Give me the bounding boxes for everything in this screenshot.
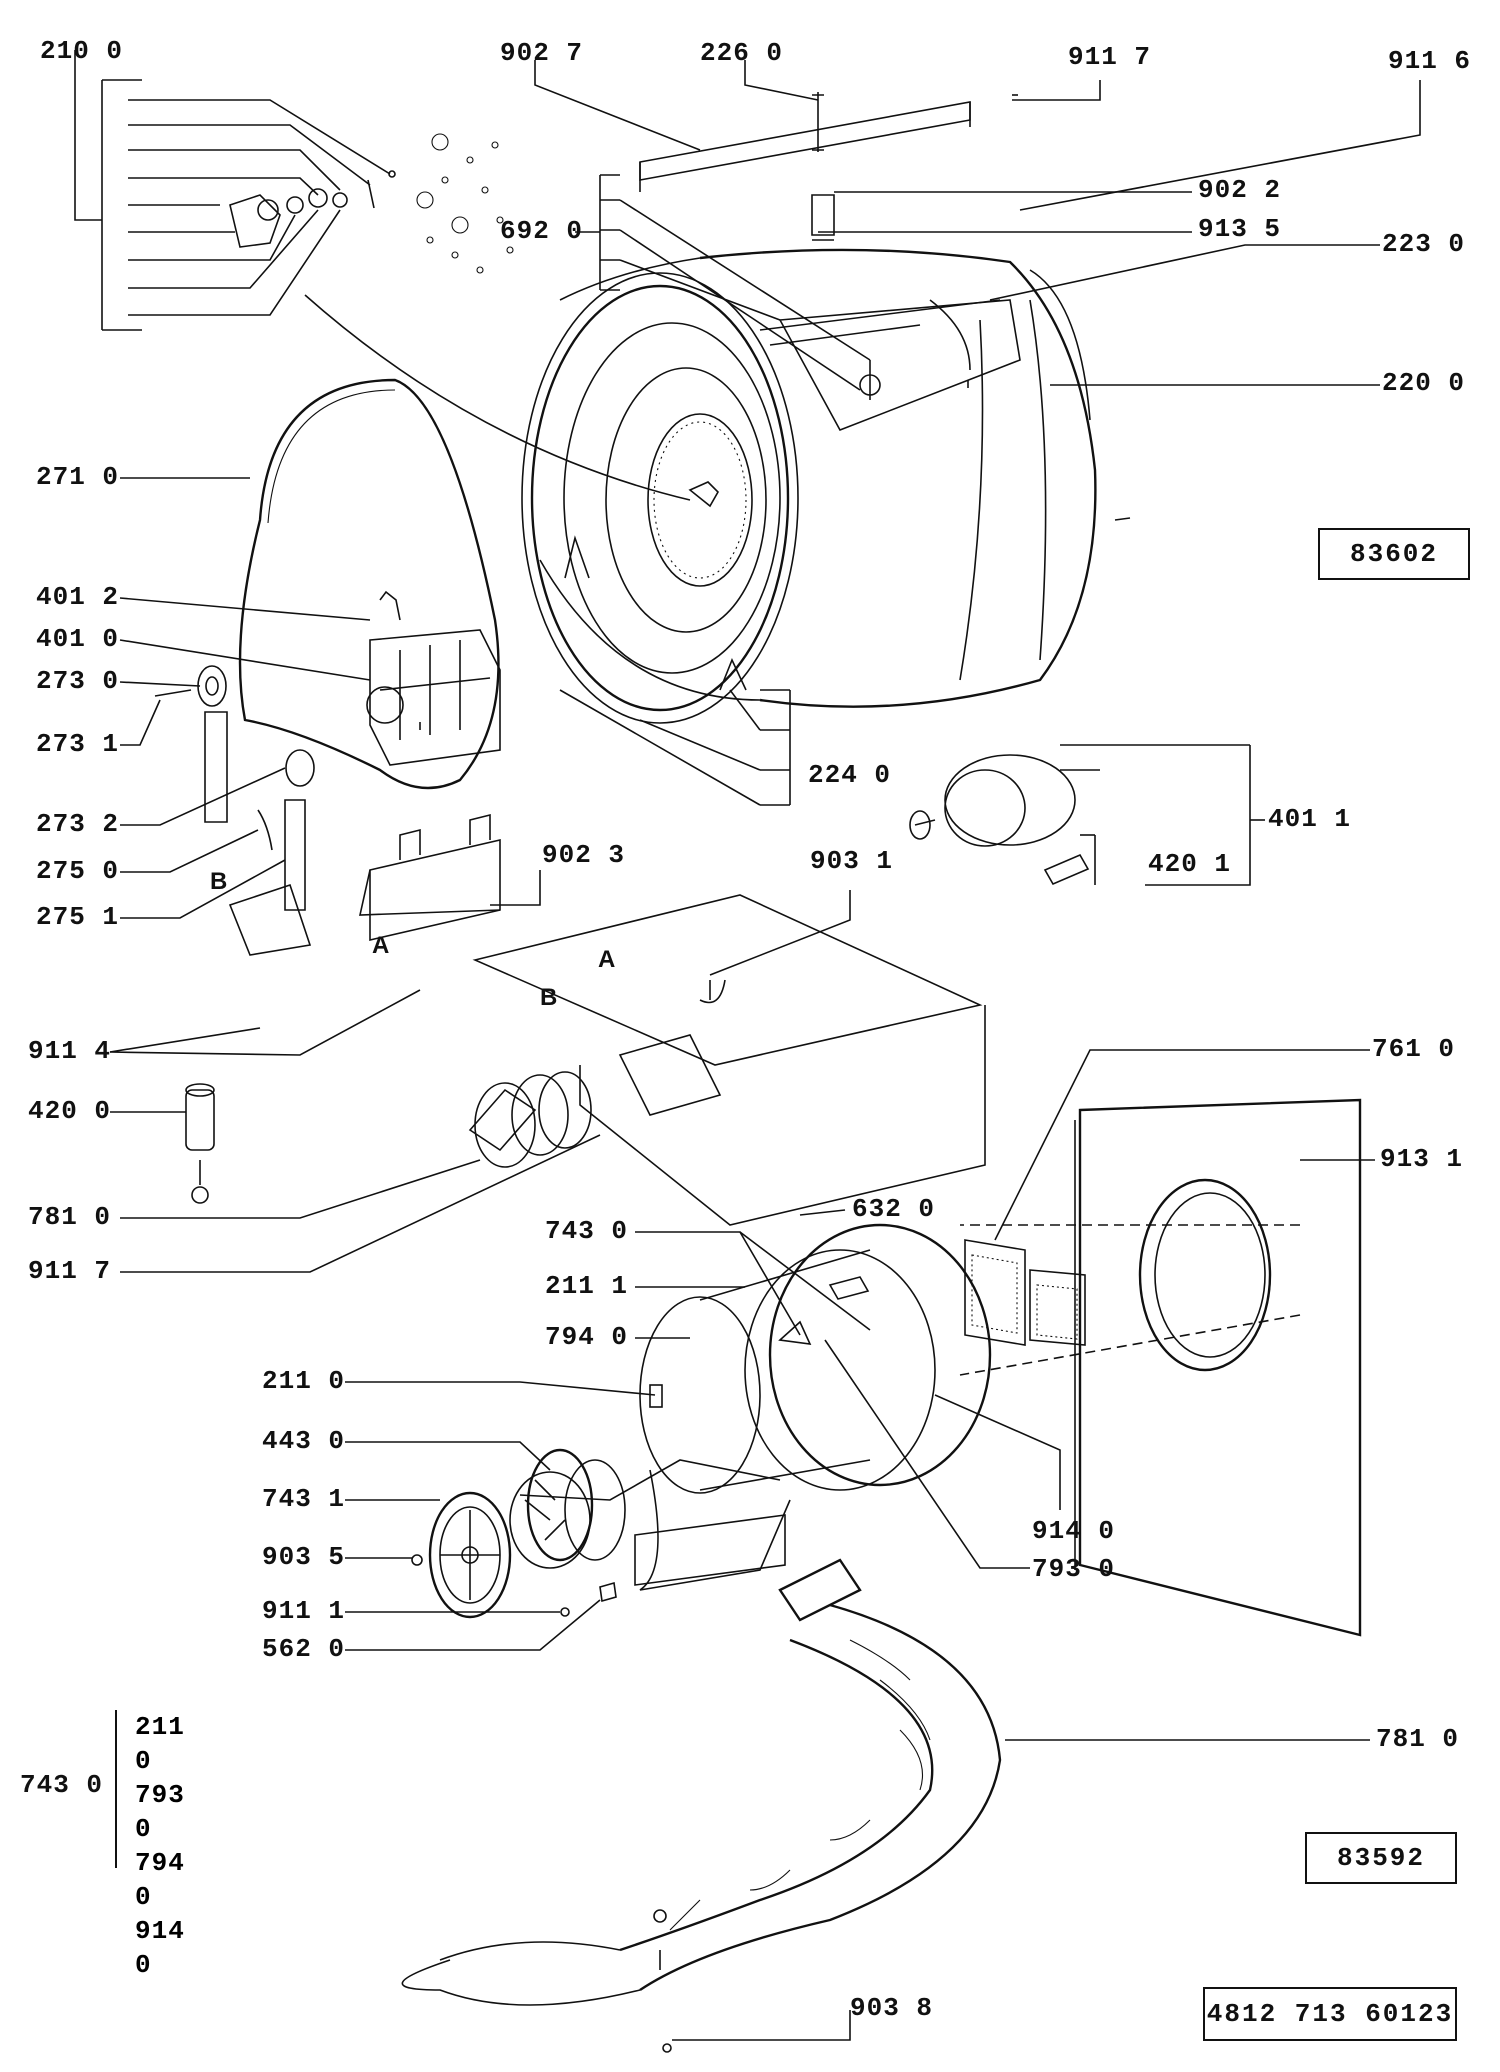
label-903-5: 903 5	[262, 1542, 346, 1572]
front-panel	[959, 1098, 1362, 1637]
label-401-1: 401 1	[1268, 804, 1352, 834]
label-420-0: 420 0	[28, 1096, 112, 1126]
label-902-7: 902 7	[500, 38, 584, 68]
top-rail	[639, 92, 1018, 241]
label-692-0: 692 0	[500, 216, 584, 246]
label-781-0-hose: 781 0	[1376, 1724, 1460, 1754]
label-632-0: 632 0	[852, 1194, 936, 1224]
label-211-1: 211 1	[545, 1271, 629, 1301]
label-781-0-small: 781 0	[28, 1202, 112, 1232]
reference-box-83592: 83592	[1305, 1832, 1457, 1884]
drum	[521, 248, 1131, 724]
label-793-0: 793 0	[1032, 1554, 1116, 1584]
fan-motor	[909, 754, 1100, 886]
label-743-0: 743 0	[545, 1216, 629, 1246]
motor-bracket	[366, 590, 501, 766]
tensioner-pulley	[154, 665, 315, 956]
marker-a-base: A	[598, 946, 616, 973]
label-273-0: 273 0	[36, 666, 120, 696]
label-273-1: 273 1	[36, 729, 120, 759]
label-913-1: 913 1	[1380, 1144, 1464, 1174]
label-273-2: 273 2	[36, 809, 120, 839]
legend-item: 914 0	[135, 1916, 185, 1980]
motor-mount-bracket	[358, 722, 501, 942]
label-902-2: 902 2	[1198, 175, 1282, 205]
label-911-6: 911 6	[1388, 46, 1472, 76]
label-902-3: 902 3	[542, 840, 626, 870]
label-914-0: 914 0	[1032, 1516, 1116, 1546]
marker-a-bracket: A	[372, 932, 390, 959]
label-223-0: 223 0	[1382, 229, 1466, 259]
legend-item: 211 0	[135, 1712, 185, 1776]
label-220-0: 220 0	[1382, 368, 1466, 398]
label-911-7-lower: 911 7	[28, 1256, 112, 1286]
label-420-1: 420 1	[1148, 849, 1232, 879]
label-443-0: 443 0	[262, 1426, 346, 1456]
label-401-2: 401 2	[36, 582, 120, 612]
label-275-0: 275 0	[36, 856, 120, 886]
marker-b-base: B	[540, 984, 558, 1011]
label-911-7-top: 911 7	[1068, 42, 1152, 72]
label-401-0: 401 0	[36, 624, 120, 654]
label-794-0: 794 0	[545, 1322, 629, 1352]
label-226-0: 226 0	[700, 38, 784, 68]
label-271-0: 271 0	[36, 462, 120, 492]
label-911-4: 911 4	[28, 1036, 112, 1066]
heater-element	[468, 1071, 592, 1168]
legend-assembly-number: 743 0	[20, 1770, 104, 1800]
reference-box-83602: 83602	[1318, 528, 1470, 580]
small-parts-cluster	[229, 133, 691, 501]
lint-filter	[964, 1239, 1086, 1346]
label-275-1: 275 1	[36, 902, 120, 932]
fan-housing	[519, 1223, 992, 1591]
label-743-1: 743 1	[262, 1484, 346, 1514]
label-224-0: 224 0	[808, 760, 892, 790]
marker-b-tensioner: B	[210, 868, 228, 895]
legend-item: 794 0	[135, 1848, 185, 1912]
drive-belt	[238, 378, 500, 790]
label-211-0: 211 0	[262, 1366, 346, 1396]
base-housing	[472, 894, 986, 1226]
label-911-1: 911 1	[262, 1596, 346, 1626]
legend-items: 211 0 793 0 794 0 914 0	[115, 1710, 185, 1980]
label-903-1: 903 1	[810, 846, 894, 876]
exhaust-hose	[401, 1558, 1002, 2053]
capacitor	[185, 1083, 215, 1204]
legend-item: 793 0	[135, 1780, 185, 1844]
leader-lines	[74, 50, 1421, 2041]
document-number-box: 4812 713 60123	[1203, 1987, 1457, 2041]
label-913-5: 913 5	[1198, 214, 1282, 244]
fan-impeller	[411, 1448, 626, 1619]
label-761-0: 761 0	[1372, 1034, 1456, 1064]
label-210-0: 210 0	[40, 36, 124, 66]
label-903-8: 903 8	[850, 1993, 934, 2023]
label-562-0: 562 0	[262, 1634, 346, 1664]
